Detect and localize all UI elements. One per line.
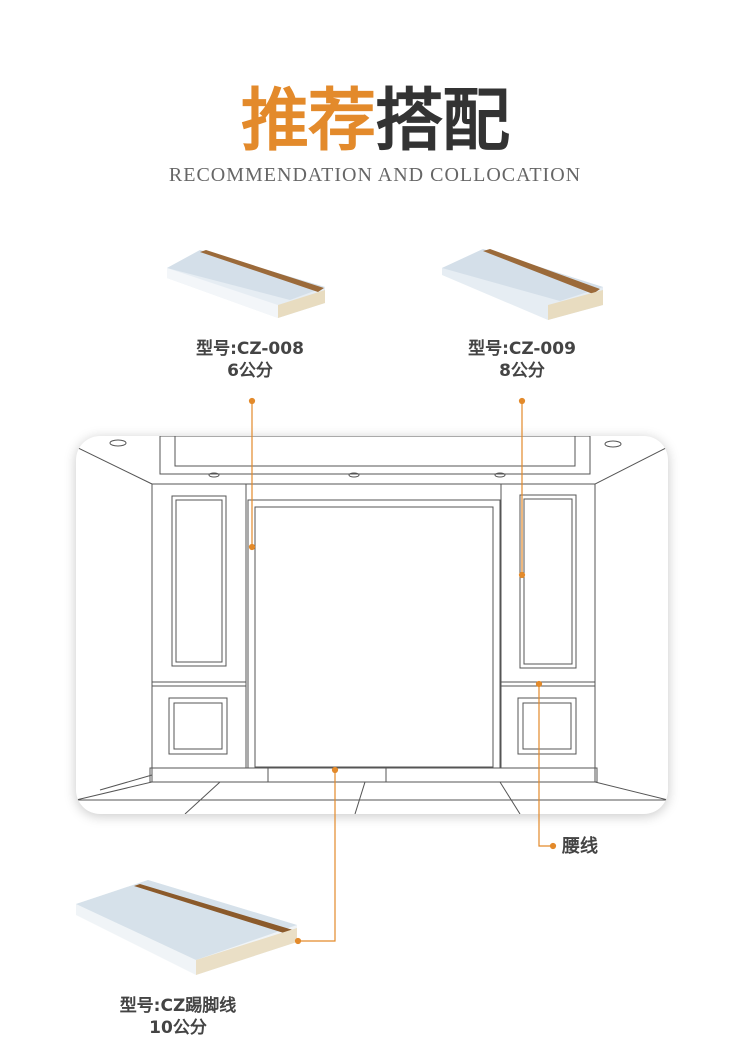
page-title: 推荐搭配 (0, 82, 750, 162)
product-size: 8公分 (499, 361, 545, 381)
product-label-cz-009: 型号:CZ-009 8公分 (432, 338, 612, 382)
title-highlight: 推荐 (240, 82, 376, 161)
room-illustration-card (76, 436, 668, 814)
title-rest: 搭配 (375, 82, 510, 161)
product-size: 6公分 (227, 361, 273, 381)
product-skirting-image (76, 880, 297, 975)
product-model: 型号:CZ-009 (468, 339, 576, 359)
callout-cz-008 (248, 397, 256, 551)
product-cz-009-image (442, 249, 603, 320)
callout-skirting (294, 766, 339, 945)
product-model: 型号:CZ-008 (196, 339, 304, 359)
room-line-drawing (76, 436, 668, 814)
product-model: 型号:CZ踢脚线 (119, 996, 237, 1016)
callout-cz-009 (518, 397, 526, 579)
product-label-skirting: 型号:CZ踢脚线 10公分 (88, 995, 268, 1039)
product-label-cz-008: 型号:CZ-008 6公分 (160, 338, 340, 382)
waist-line-label: 腰线 (562, 836, 598, 857)
product-size: 10公分 (149, 1018, 207, 1038)
callout-waist-line (535, 680, 557, 850)
page-subtitle: RECOMMENDATION AND COLLOCATION (168, 164, 582, 186)
product-cz-008-image (167, 250, 325, 318)
